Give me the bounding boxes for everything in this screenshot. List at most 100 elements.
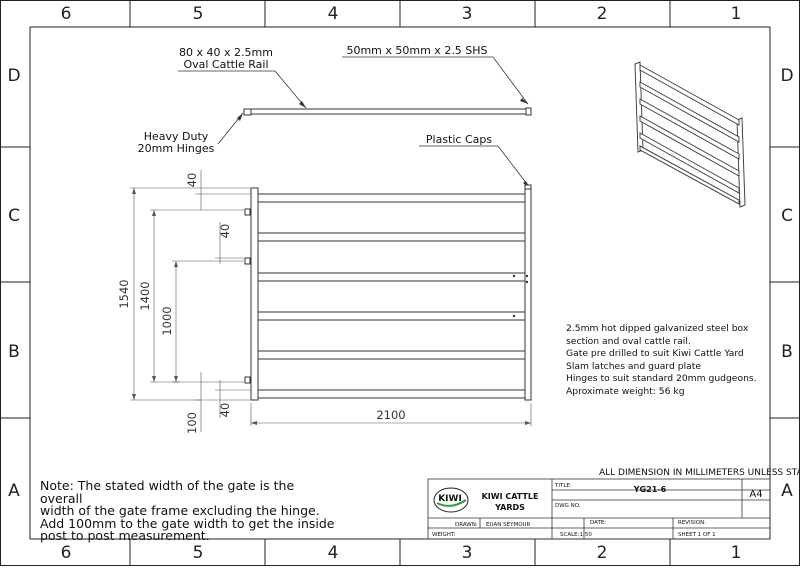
dim-arrow — [174, 261, 178, 267]
dim-arrow — [152, 376, 156, 382]
dim-arrow — [152, 210, 156, 216]
hinges-callout-line2: 20mm Hinges — [138, 142, 215, 155]
zone-row-d-right: D — [780, 66, 793, 86]
gate-rail — [257, 389, 526, 399]
zone-col-5-bottom: 5 — [193, 543, 204, 563]
note-line: post to post measurement. — [40, 528, 210, 543]
drawing-title: YG21-6 — [633, 485, 667, 494]
zone-row-c-right: C — [781, 206, 793, 226]
dim-arrow — [525, 421, 531, 425]
dim-mid-offset: 40 — [218, 224, 232, 239]
spec-line: Hinges to suit standard 20mm gudgeons. — [566, 373, 757, 385]
specifications: 2.5mm hot dipped galvanized steel box se… — [566, 323, 776, 399]
zone-row-a-left: A — [8, 481, 20, 501]
gate-rail — [257, 272, 526, 282]
iso-rail — [639, 64, 740, 126]
hinges-arrow — [237, 113, 243, 121]
gate-rail — [257, 232, 526, 242]
spec-line: 2.5mm hot dipped galvanized steel box — [566, 323, 749, 334]
zone-row-c-left: C — [8, 206, 20, 226]
weight-label: WEIGHT: — [432, 532, 456, 538]
zone-col-2-top: 2 — [597, 4, 608, 24]
oval-rail-arrow — [299, 101, 306, 108]
callout-leaders — [178, 56, 531, 189]
shs-arrow — [520, 98, 528, 104]
dwg-no-label: DWG NO. — [555, 503, 581, 509]
sheet-size: A4 — [749, 489, 762, 500]
zone-col-2-bottom: 2 — [597, 543, 608, 563]
gate-front-view — [244, 184, 532, 401]
dim-arrow — [174, 376, 178, 382]
company-name-line1: KIWI CATTLE — [482, 492, 539, 501]
zone-col-5-top: 5 — [193, 4, 204, 24]
iso-rail — [639, 81, 740, 143]
hinge-top — [244, 208, 251, 216]
spec-line: Slam latches and guard plate — [566, 360, 702, 372]
date-label: DATE: — [590, 520, 606, 526]
title-block-grid — [427, 478, 771, 540]
revision-label: REVISION: — [678, 520, 706, 526]
company-name-line2: YARDS — [494, 503, 525, 512]
dim-bottom-100: 100 — [185, 412, 199, 434]
scale-label: SCALE:1:50 — [560, 532, 592, 538]
logo-text: KIWI — [438, 494, 462, 504]
dim-arrow — [132, 394, 136, 400]
kiwi-logo: KIWI — [433, 487, 469, 513]
dim-overall-height: 1540 — [117, 279, 131, 308]
gate-isometric-view — [634, 61, 746, 208]
note-line: width of the gate frame excluding the hi… — [40, 503, 320, 518]
gate-latch-stile — [524, 187, 532, 401]
gate-hinge-stile — [250, 187, 259, 401]
iso-rail — [639, 98, 740, 160]
title-label: TITLE: — [554, 483, 572, 489]
hinge-mid — [244, 257, 251, 265]
zone-row-d-left: D — [7, 66, 20, 86]
zone-col-6-top: 6 — [61, 4, 72, 24]
note-line: Add 100mm to the gate width to get the i… — [40, 515, 335, 531]
zone-col-1-top: 1 — [731, 4, 742, 24]
oval-rail-callout-line2: Oval Cattle Rail — [183, 58, 268, 71]
dim-width: 2100 — [376, 408, 405, 422]
units-note: ALL DIMENSION IN MILLIMETERS UNLESS STAT… — [599, 468, 800, 478]
zone-col-4-top: 4 — [328, 4, 339, 24]
gate-rail — [257, 193, 526, 203]
drawn-by: EUAN SEYMOUR — [486, 522, 531, 528]
zone-row-b-right: B — [781, 342, 793, 362]
dim-height-1000: 1000 — [160, 306, 174, 335]
gate-rail — [257, 311, 526, 321]
dim-arrow — [251, 421, 257, 425]
caps-callout: Plastic Caps — [426, 133, 492, 146]
spec-line: Aproximate weight: 56 kg — [566, 385, 685, 397]
hinge-bottom — [244, 376, 251, 384]
dim-arrow — [132, 188, 136, 194]
spec-line: section and oval cattle rail. — [566, 335, 691, 347]
drawn-label: DRAWN: — [455, 522, 478, 528]
note-line: Note: The stated width of the gate is th… — [40, 478, 295, 506]
iso-latch-stile — [736, 117, 746, 208]
dim-bottom-offset: 40 — [218, 403, 232, 418]
latch-holes — [512, 274, 529, 318]
hinges-callout-line1: Heavy Duty — [144, 130, 209, 143]
plastic-cap — [524, 184, 532, 190]
oval-rail-callout-line1: 80 x 40 x 2.5mm — [179, 46, 273, 59]
zone-col-1-bottom: 1 — [731, 543, 742, 563]
gate-rail — [257, 350, 526, 360]
zone-row-b-left: B — [8, 342, 20, 362]
iso-rail — [639, 132, 740, 194]
iso-rail — [639, 145, 740, 205]
width-note: Note: The stated width of the gate is th… — [40, 478, 340, 543]
zone-col-6-bottom: 6 — [61, 543, 72, 563]
shs-callout: 50mm x 50mm x 2.5 SHS — [346, 44, 487, 57]
dim-top-offset: 40 — [185, 173, 199, 188]
sheet-number: SHEET 1 OF 1 — [678, 532, 716, 538]
zone-col-4-bottom: 4 — [328, 543, 339, 563]
gate-top-view — [243, 107, 532, 116]
dim-height-1400: 1400 — [138, 281, 152, 310]
spec-line: Gate pre drilled to suit Kiwi Cattle Yar… — [566, 348, 744, 360]
zone-col-3-top: 3 — [462, 4, 473, 24]
zone-col-3-bottom: 3 — [462, 543, 473, 563]
iso-rail — [639, 115, 740, 177]
